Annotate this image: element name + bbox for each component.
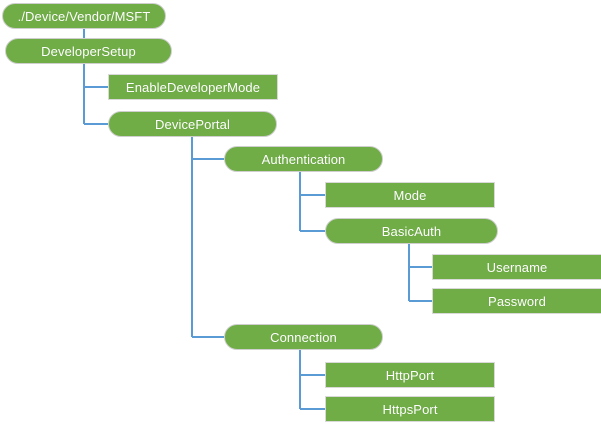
node-label-password: Password	[488, 293, 546, 309]
node-httpsport[interactable]: HttpsPort	[325, 396, 495, 422]
node-mode[interactable]: Mode	[325, 182, 495, 208]
node-label-basicauth: BasicAuth	[381, 223, 442, 239]
node-basicauth[interactable]: BasicAuth	[325, 218, 498, 244]
node-label-enabledevelopermode: EnableDeveloperMode	[125, 79, 261, 95]
node-label-deviceportal: DevicePortal	[155, 116, 230, 132]
node-label-httpport: HttpPort	[385, 367, 435, 383]
node-httpport[interactable]: HttpPort	[325, 362, 495, 388]
node-root[interactable]: ./Device/Vendor/MSFT	[2, 3, 166, 29]
node-label-authentication: Authentication	[261, 151, 346, 167]
node-password[interactable]: Password	[432, 288, 601, 314]
node-deviceportal[interactable]: DevicePortal	[108, 111, 277, 137]
node-label-mode: Mode	[393, 187, 427, 203]
node-label-httpsport: HttpsPort	[382, 401, 438, 417]
node-username[interactable]: Username	[432, 254, 601, 280]
node-developersetup[interactable]: DeveloperSetup	[5, 38, 172, 64]
node-label-root: ./Device/Vendor/MSFT	[17, 8, 151, 24]
node-label-username: Username	[486, 259, 548, 275]
node-connection[interactable]: Connection	[224, 324, 383, 350]
node-enabledevelopermode[interactable]: EnableDeveloperMode	[108, 74, 278, 100]
node-label-connection: Connection	[270, 329, 337, 345]
node-authentication[interactable]: Authentication	[224, 146, 383, 172]
node-label-developersetup: DeveloperSetup	[41, 43, 136, 59]
